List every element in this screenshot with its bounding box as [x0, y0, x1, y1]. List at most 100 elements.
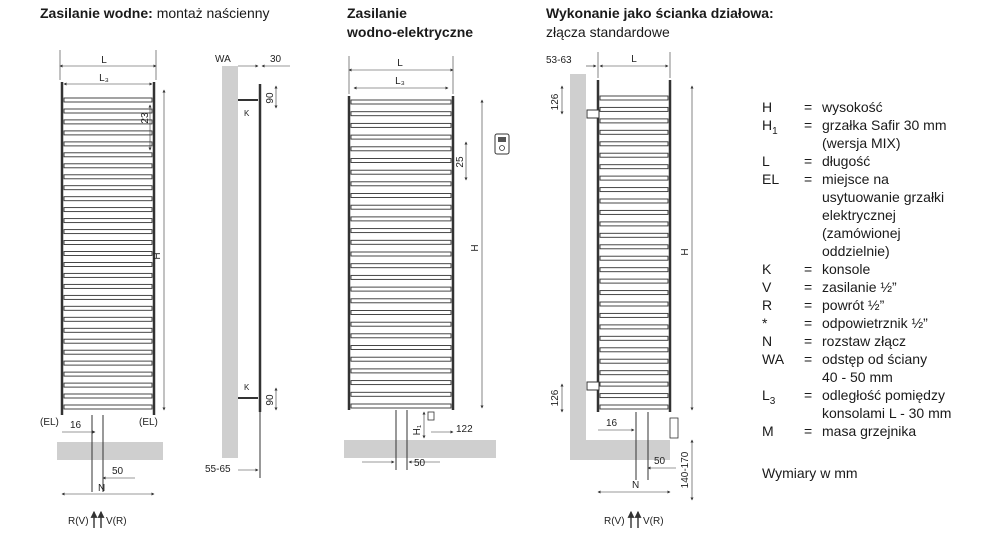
dim-53-63: 53-63 [546, 55, 572, 66]
rail-bar [63, 294, 153, 300]
dim-140-170: 140-170 [680, 451, 691, 488]
rails-4 [599, 95, 669, 410]
rail-bar [63, 97, 153, 103]
legend-equals: = [804, 387, 813, 403]
rails-3 [350, 99, 452, 409]
rail-bar [599, 244, 669, 250]
rail-bar [350, 158, 452, 163]
rail-bar [599, 118, 669, 124]
rails-1 [63, 97, 153, 410]
rail-bar [599, 393, 669, 399]
rail-bar [599, 267, 669, 273]
dim-50-1: 50 [112, 466, 124, 477]
side-view-wall-mount: K K WA 30 90 90 55-65 [205, 54, 290, 478]
rail-bar [599, 198, 669, 204]
legend-text: zasilanie ½” [822, 278, 998, 296]
dim-L-3: L [397, 58, 403, 69]
rail-bar [350, 122, 452, 128]
flow-supply-4: V(R) [643, 516, 664, 527]
dim-K-bottom: K [244, 383, 250, 392]
legend-text: konsole [822, 260, 998, 278]
heading-wall-mount-rest: montaż naścienny [152, 5, 270, 21]
rail-bar [63, 316, 153, 322]
rail-bar [63, 262, 153, 267]
dim-122: 122 [456, 424, 473, 435]
dim-L3-3: L₃ [395, 76, 405, 87]
rail-bar [350, 204, 452, 210]
rail-bar [350, 391, 452, 397]
flow-supply-1: V(R) [106, 516, 127, 527]
rail-bar [63, 130, 153, 136]
front-view-wall-mount: L L₃ 23 H (EL) (EL) 16 50 N [40, 50, 166, 496]
rail-bar [63, 185, 153, 191]
legend-equals: = [804, 117, 813, 133]
rail-bar [63, 272, 153, 278]
heading-water-electric-line1: Zasilanie [347, 5, 407, 21]
rail-bar [63, 196, 153, 202]
rail-bar [599, 290, 669, 296]
legend-text-line: miejsce na [822, 171, 889, 187]
legend-symbol: R [762, 297, 773, 313]
legend-text-line: powrót ½” [822, 297, 885, 313]
rail-bar [599, 209, 669, 215]
rail-bar [63, 108, 153, 114]
dim-H-4: H [680, 248, 691, 255]
legend-text-line: długość [822, 153, 871, 169]
legend-text-line: usytuowanie grzałki [822, 189, 945, 205]
dim-WA: WA [215, 54, 231, 65]
legend-equals: = [804, 171, 813, 187]
dim-50-3: 50 [414, 458, 426, 469]
legend-text-line: (zamówionej [822, 225, 901, 241]
legend-text: wysokość [822, 98, 998, 116]
dim-EL-right: (EL) [139, 417, 158, 428]
legend-text-line: konsole [822, 261, 871, 277]
legend-text-line: odpowietrznik ½” [822, 315, 928, 331]
rail-bar [350, 193, 452, 198]
dim-23: 23 [140, 112, 151, 124]
legend-text: masa grzejnika [822, 422, 998, 440]
rail-bar [599, 312, 669, 318]
flow-return-1: R(V) [68, 516, 89, 527]
rail-bar [350, 345, 452, 350]
legend-row: H1=grzałka Safir 30 mm(wersja MIX) [762, 116, 998, 152]
rail-bar [599, 175, 669, 181]
rail-bar [350, 368, 452, 374]
dim-30: 30 [270, 54, 282, 65]
legend-text-line: odstęp od ściany [822, 351, 928, 367]
rail-bar [599, 152, 669, 158]
wall-2 [222, 66, 238, 458]
legend-symbol: M [762, 423, 774, 439]
legend-symbol: EL [762, 171, 780, 187]
legend-text-line: (wersja MIX) [822, 135, 901, 151]
legend-symbol: H [762, 99, 773, 115]
dim-H-3: H [470, 244, 481, 251]
dim-55-65: 55-65 [205, 464, 231, 475]
rail-bar [599, 129, 669, 135]
legend-equals: = [804, 99, 813, 115]
legend-symbol: V [762, 279, 772, 295]
rail-bar [63, 360, 153, 366]
legend-equals: = [804, 297, 813, 313]
rail-bar [599, 164, 669, 170]
legend-text-line: rozstaw złącz [822, 333, 907, 349]
legend-text-line: konsolami L - 30 mm [822, 405, 952, 421]
legend-text: rozstaw złącz [822, 332, 998, 350]
legend-equals: = [804, 351, 813, 367]
dim-L-4: L [631, 54, 637, 65]
rail-bar [350, 228, 452, 234]
rail-bar [350, 181, 452, 187]
dim-25: 25 [455, 156, 466, 168]
legend-text-line: wysokość [822, 99, 883, 115]
legend-equals: = [804, 261, 813, 277]
legend-equals: = [804, 315, 813, 331]
dim-N-1: N [98, 483, 105, 494]
legend-text-line: zasilanie ½” [822, 279, 897, 295]
legend-row: K=konsole [762, 260, 998, 278]
rail-bar [599, 404, 669, 410]
heading-wall-mount-bold: Zasilanie wodne: [40, 5, 153, 21]
